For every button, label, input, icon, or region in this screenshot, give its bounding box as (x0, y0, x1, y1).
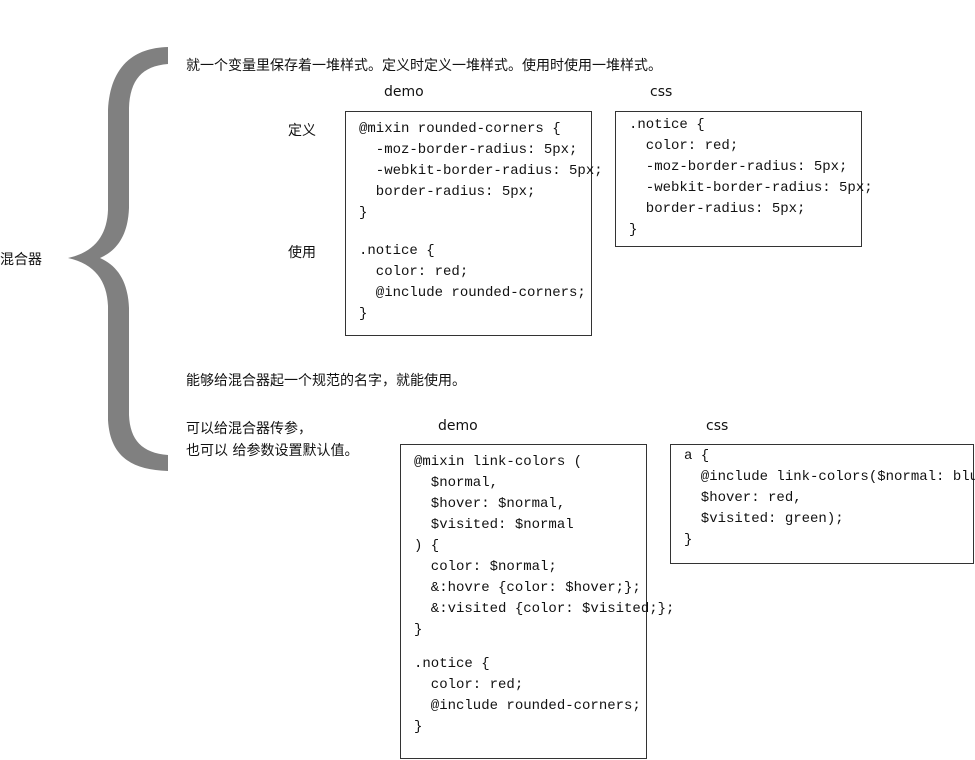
section1-description: 就一个变量里保存着一堆样式。定义时定义一堆样式。使用时使用一堆样式。 (186, 58, 662, 74)
section3-css-header: css (706, 418, 729, 434)
section3-description-line2: 也可以 给参数设置默认值。 (186, 443, 359, 459)
section1-demo-use-code: .notice { color: red; @include rounded-c… (359, 243, 586, 322)
section1-css-code: .notice { color: red; -moz-border-radius… (629, 117, 873, 238)
define-label: 定义 (288, 123, 316, 139)
section3-demo-define-code: @mixin link-colors ( $normal, $hover: $n… (414, 454, 675, 638)
section3-description-line1: 可以给混合器传参， (186, 421, 312, 437)
section3-demo-header: demo (438, 418, 478, 434)
section1-demo-define-code: @mixin rounded-corners { -moz-border-rad… (359, 121, 603, 221)
section3-demo-use-code: .notice { color: red; @include rounded-c… (414, 656, 641, 735)
section1-demo-box: @mixin rounded-corners { -moz-border-rad… (345, 111, 603, 336)
curly-brace-icon (68, 47, 168, 471)
section1-css-box: .notice { color: red; -moz-border-radius… (615, 111, 873, 247)
section2-description: 能够给混合器起一个规范的名字，就能使用。 (186, 373, 466, 389)
use-label: 使用 (288, 245, 316, 261)
section3-css-code: a { @include link-colors($normal: blue, … (684, 448, 975, 548)
section3-demo-box: @mixin link-colors ( $normal, $hover: $n… (400, 444, 674, 759)
section3-css-box: a { @include link-colors($normal: blue, … (670, 444, 975, 564)
section1-css-header: css (650, 84, 673, 100)
section1-demo-header: demo (384, 84, 424, 100)
main-label: 混合器 (0, 252, 42, 268)
